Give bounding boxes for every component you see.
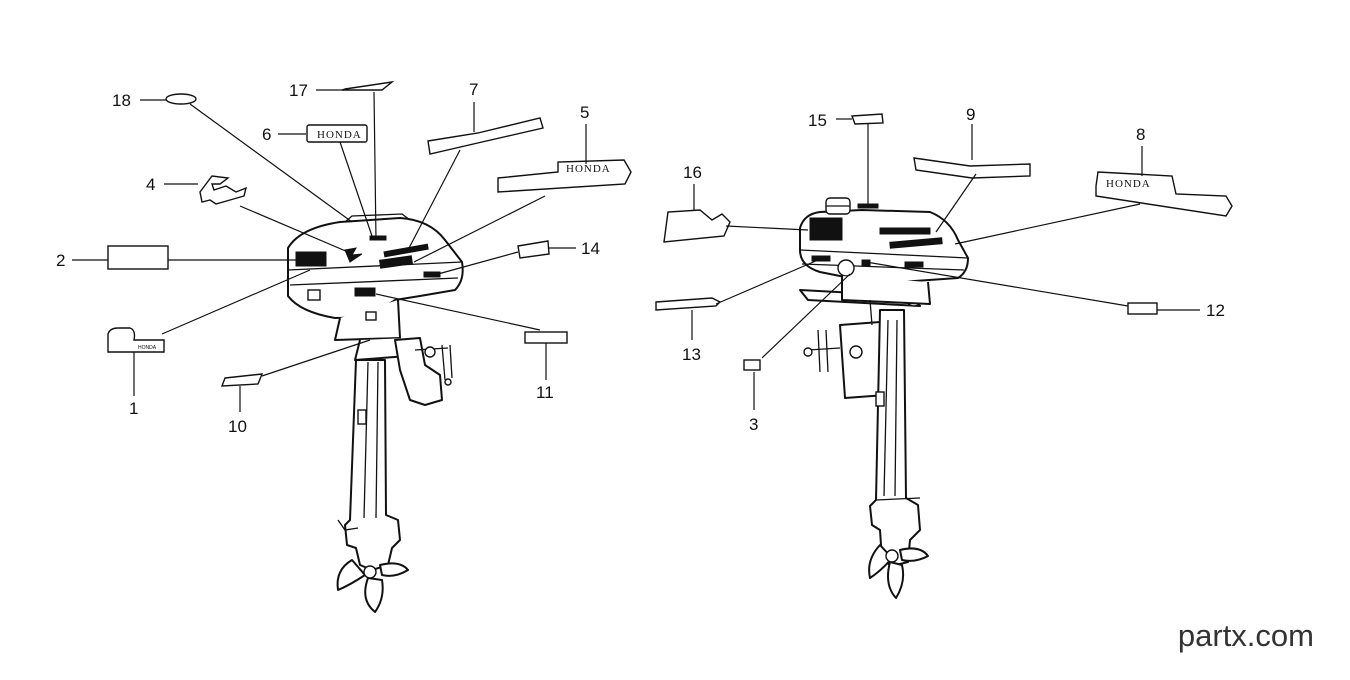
decal-10 [220,373,264,387]
callout-2: 2 [56,251,65,270]
callout-18: 18 [112,91,131,110]
callout-12: 12 [1206,301,1225,320]
decal-8-text: HONDA [1106,178,1151,190]
callout-7: 7 [469,80,478,99]
callout-11: 11 [536,383,554,402]
callout-14: 14 [581,239,600,258]
right-outboard-motor [799,197,969,599]
decal-5 [497,159,632,193]
decal-12 [1127,302,1158,315]
watermark: partx.com [1177,618,1314,653]
callout-4: 4 [146,175,155,194]
decal-6-text: HONDA [317,129,362,141]
leader-lines [72,89,1200,412]
callout-1: 1 [129,399,138,418]
decal-14 [517,240,550,259]
decal-15 [851,113,884,125]
decal-2 [107,245,169,270]
decal-13 [655,297,722,311]
callout-15: 15 [808,111,827,130]
decal-5-text: HONDA [566,163,611,175]
callout-5: 5 [580,103,589,122]
decal-8 [1095,171,1233,217]
callout-10: 10 [228,417,247,436]
decal-9 [913,157,1031,179]
decal-18 [165,93,197,105]
decal-17 [341,80,395,91]
left-outboard-motor [287,213,464,613]
callout-numbers: 18 17 6 7 5 4 2 14 1 11 10 15 9 8 16 13 … [56,80,1225,436]
callout-3: 3 [749,415,758,434]
callout-6: 6 [262,125,271,144]
decal-11 [524,331,568,344]
callout-9: 9 [966,105,975,124]
decal-7 [427,117,544,155]
decal-16 [663,209,731,243]
callout-13: 13 [682,345,701,364]
decal-6 [306,124,368,143]
decal-1 [107,327,165,353]
decal-1-text: HONDA [138,345,157,351]
decal-3 [743,359,761,371]
decal-4 [199,175,248,205]
callout-17: 17 [289,81,308,100]
callout-8: 8 [1136,125,1145,144]
callout-16: 16 [683,163,702,182]
